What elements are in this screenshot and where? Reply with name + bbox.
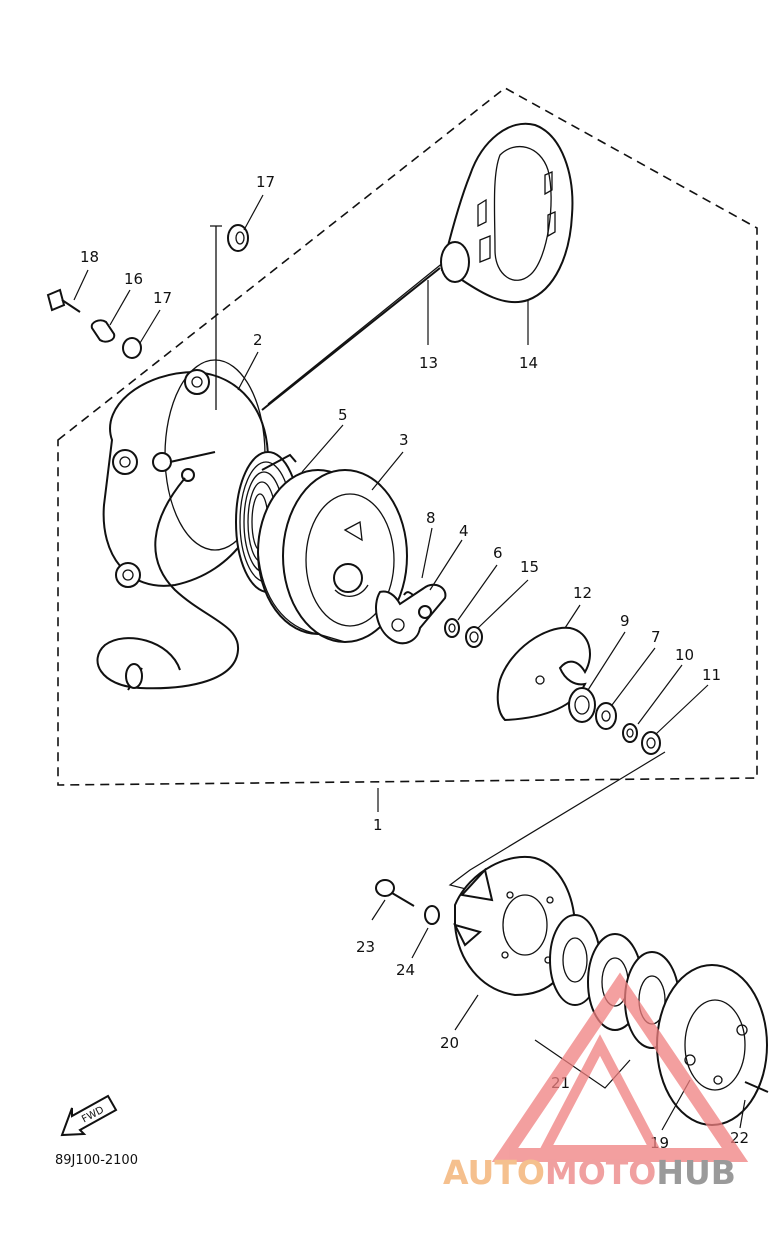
watermark-text: AUTOMOTOHUB (443, 1153, 736, 1192)
bracket-line (210, 225, 222, 410)
callout-13: 13 (419, 354, 438, 372)
callout-14: 14 (519, 354, 538, 372)
part-bearing-9 (568, 687, 596, 723)
callout-18: 18 (80, 248, 99, 266)
callout-9: 9 (620, 612, 630, 630)
callout-4: 4 (459, 522, 469, 540)
part-washer-10 (622, 723, 638, 743)
callout-1: 1 (373, 816, 383, 834)
watermark-triangle-icon (491, 972, 749, 1162)
callout-23: 23 (356, 938, 375, 956)
callout-20: 20 (440, 1034, 459, 1052)
callout-8: 8 (426, 509, 436, 527)
part-collar-15 (465, 626, 483, 648)
rope-end-grip (125, 663, 143, 689)
part-bolt-18 (46, 288, 81, 313)
part-grommet-17-left (122, 337, 142, 359)
part-washer-6 (444, 618, 460, 638)
part-grommet-17-top (227, 224, 249, 252)
part-nut-11 (641, 731, 661, 755)
part-pawl (375, 583, 447, 645)
part-washer-7 (595, 702, 617, 730)
callout-7: 7 (651, 628, 661, 646)
part-washer-24 (424, 905, 440, 925)
callout-24: 24 (396, 961, 415, 979)
part-starter-handle (440, 122, 574, 304)
callout-10: 10 (675, 646, 694, 664)
watermark-logo: AUTOMOTOHUB (443, 972, 749, 1192)
assembly-outline (57, 87, 758, 786)
callout-12: 12 (573, 584, 592, 602)
part-bolt-23 (375, 879, 415, 907)
callout-11: 11 (702, 666, 721, 684)
part-drive-plate (496, 626, 591, 722)
part-bolt-22 (744, 1081, 769, 1093)
callout-6: 6 (493, 544, 503, 562)
callout-2: 2 (253, 331, 263, 349)
callout-16: 16 (124, 270, 143, 288)
part-sheave-drum (257, 469, 408, 643)
part-starter-rope (261, 267, 441, 411)
part-plate-19 (656, 964, 768, 1126)
fwd-arrow-icon: FWD (60, 1094, 118, 1137)
callout-3: 3 (399, 431, 409, 449)
callout-17-left: 17 (153, 289, 172, 307)
diagram-code: 89J100-2100 (55, 1153, 138, 1168)
part-collar-16 (90, 319, 116, 343)
callout-17-top: 17 (256, 173, 275, 191)
callout-5: 5 (338, 406, 348, 424)
part-pulley-20 (453, 855, 577, 997)
callout-15: 15 (520, 558, 539, 576)
